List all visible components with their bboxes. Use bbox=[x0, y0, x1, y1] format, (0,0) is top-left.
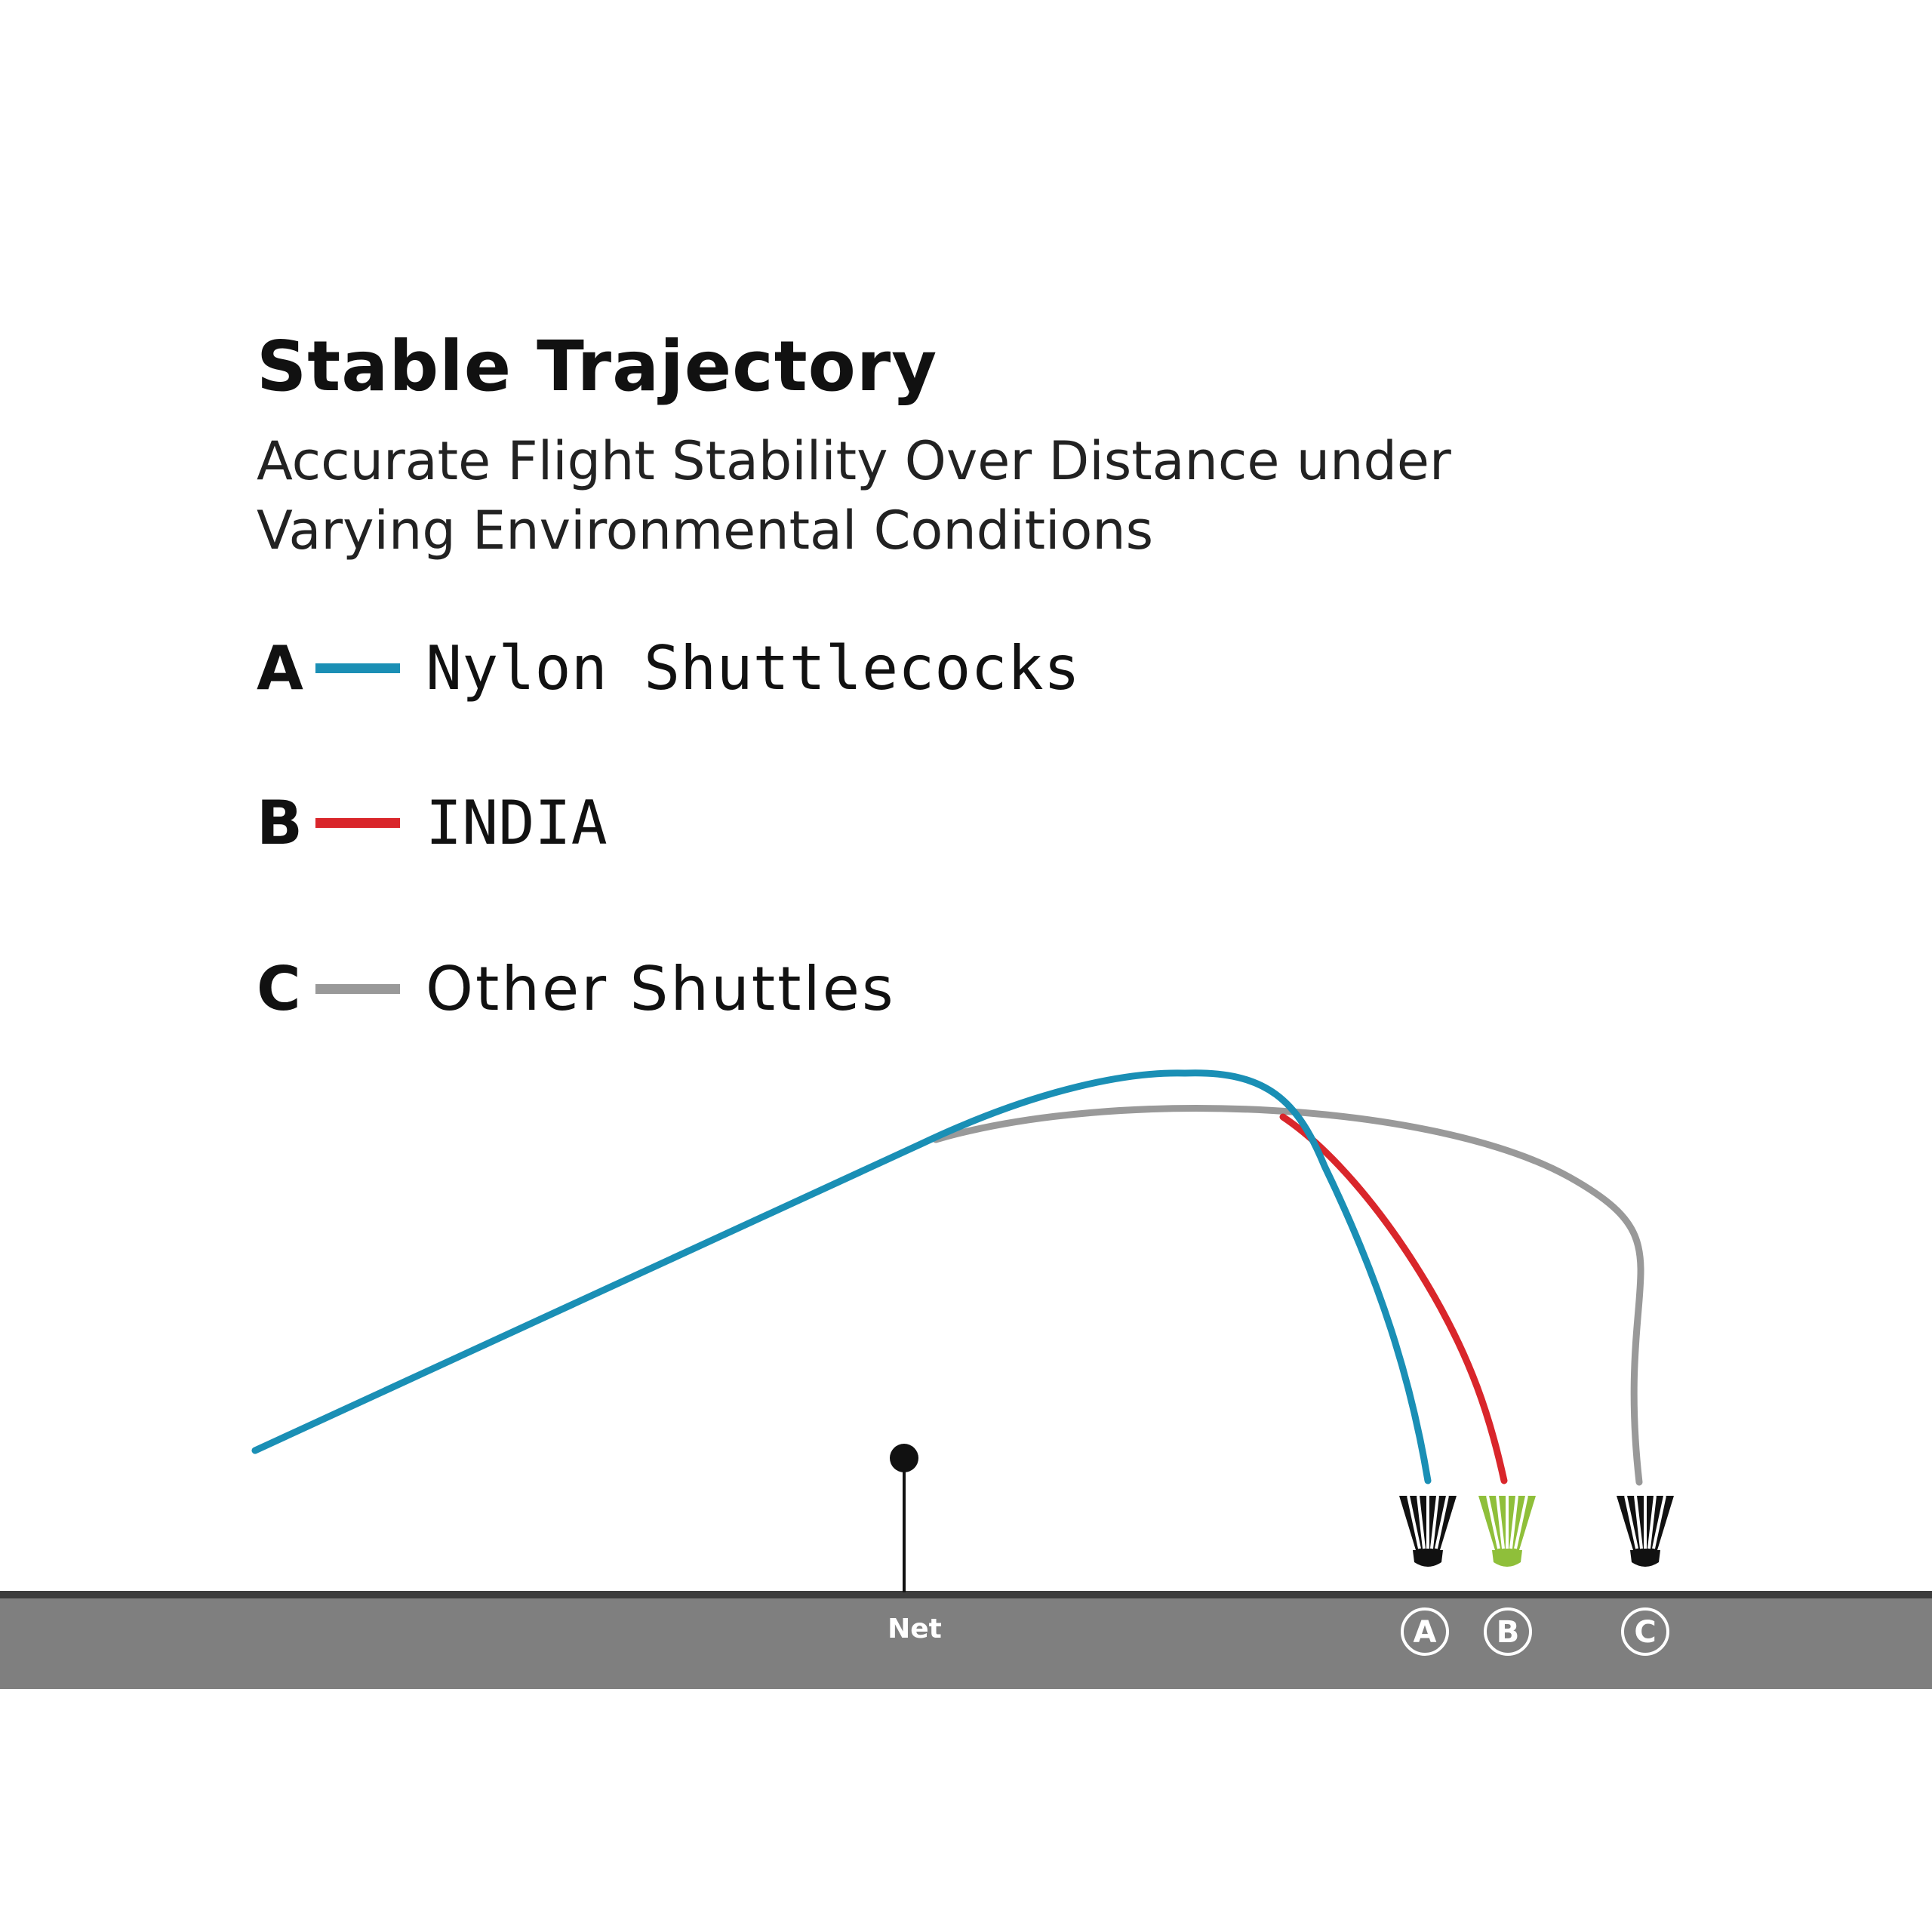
legend-item-a: A Nylon Shuttlecocks bbox=[257, 630, 1080, 706]
legend-swatch-c bbox=[315, 983, 400, 994]
trajectory-a bbox=[251, 1069, 1432, 1484]
net-top bbox=[890, 1444, 918, 1472]
legend-label: Nylon Shuttlecocks bbox=[426, 632, 1080, 703]
landing-marker-letter: A bbox=[1414, 1615, 1437, 1650]
legend-item-c: C Other Shuttles bbox=[257, 951, 896, 1026]
legend-swatch-b bbox=[315, 817, 400, 828]
court-ground-edge bbox=[0, 1591, 1932, 1598]
net-label: Net bbox=[888, 1614, 942, 1644]
landing-marker-letter: B bbox=[1497, 1615, 1520, 1650]
shuttlecock-b-icon bbox=[1478, 1495, 1536, 1567]
legend-letter: C bbox=[257, 953, 301, 1024]
legend-item-b: B INDIA bbox=[257, 785, 608, 860]
trajectory-b bbox=[1279, 1113, 1508, 1484]
trajectory-c bbox=[932, 1105, 1644, 1486]
legend-letter: B bbox=[257, 787, 303, 858]
legend-swatch-a bbox=[315, 663, 400, 673]
legend-label: Other Shuttles bbox=[426, 953, 896, 1024]
court-ground bbox=[0, 1592, 1932, 1689]
page-title: Stable Trajectory bbox=[257, 326, 938, 407]
shuttlecock-a-icon bbox=[1399, 1495, 1457, 1567]
landing-marker-c: C bbox=[1621, 1607, 1669, 1656]
legend-label: INDIA bbox=[426, 787, 608, 858]
page-subtitle: Accurate Flight Stability Over Distance … bbox=[257, 430, 1451, 561]
landing-marker-b: B bbox=[1484, 1607, 1532, 1656]
legend-letter: A bbox=[257, 632, 303, 703]
landing-marker-a: A bbox=[1401, 1607, 1449, 1656]
shuttlecock-c-icon bbox=[1617, 1495, 1674, 1567]
landing-marker-letter: C bbox=[1634, 1615, 1656, 1650]
